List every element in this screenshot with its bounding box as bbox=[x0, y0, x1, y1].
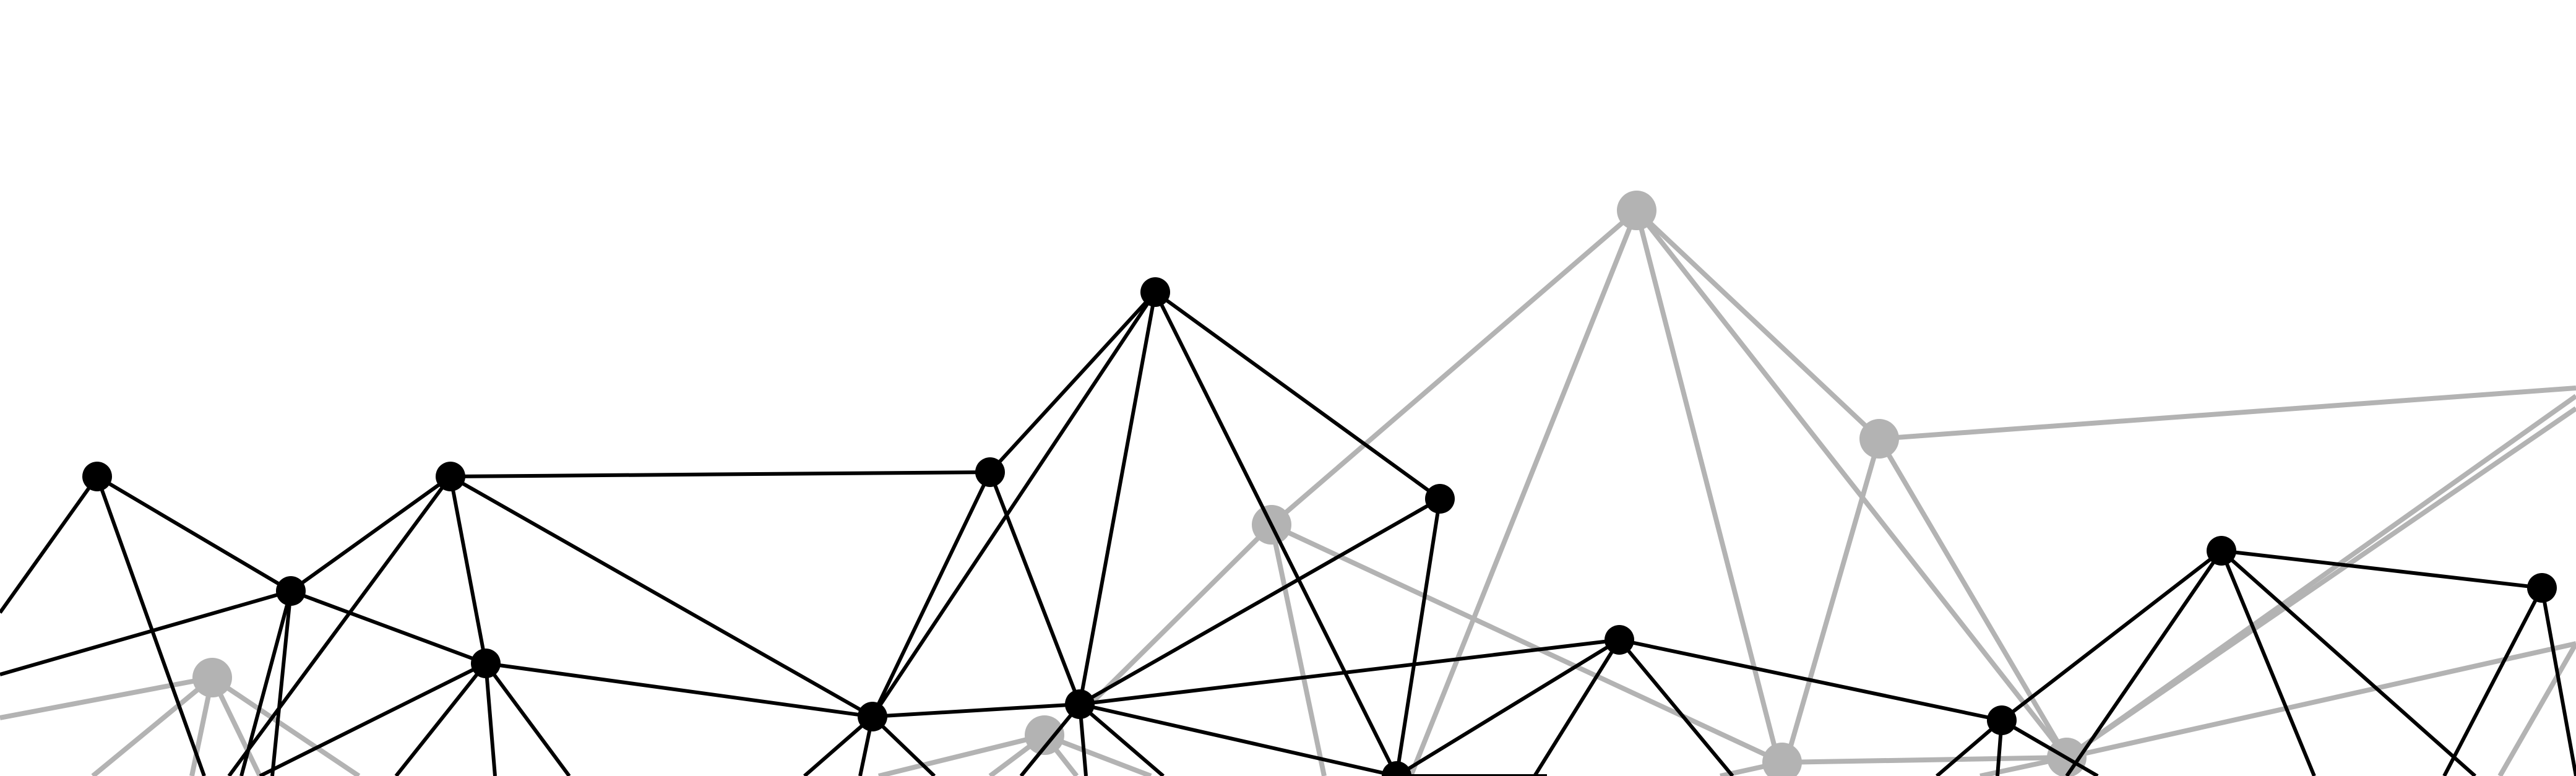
network-edge bbox=[485, 662, 873, 718]
network-edge bbox=[210, 675, 361, 776]
network-edge bbox=[1780, 438, 1882, 776]
network-edge bbox=[1270, 208, 1639, 527]
network-edge bbox=[1634, 210, 1785, 776]
network-node bbox=[1859, 419, 1899, 459]
network-edge bbox=[2065, 550, 2223, 776]
network-node bbox=[1987, 705, 2017, 735]
network-edge bbox=[1153, 291, 1398, 776]
network-edge bbox=[871, 471, 992, 718]
network-edge bbox=[1078, 291, 1157, 705]
network-edge bbox=[1270, 522, 1783, 765]
network-edge bbox=[803, 715, 874, 776]
network-edge bbox=[449, 476, 488, 664]
network-edge bbox=[1079, 702, 1397, 776]
network-edge bbox=[227, 475, 452, 776]
network-node bbox=[2207, 536, 2236, 566]
network-node bbox=[1065, 689, 1095, 719]
network-edge bbox=[2442, 587, 2544, 776]
network-edge bbox=[1877, 437, 2069, 759]
network-edge bbox=[450, 470, 991, 478]
network-edge bbox=[484, 663, 497, 776]
network-edge bbox=[0, 675, 213, 720]
network-edge bbox=[1634, 209, 2069, 759]
network-edge bbox=[1879, 386, 2576, 441]
network-node bbox=[192, 658, 232, 697]
network-edge bbox=[1395, 638, 1621, 776]
network-edge bbox=[1081, 523, 1273, 713]
network-node bbox=[1605, 625, 1634, 655]
network-node bbox=[1382, 761, 1411, 776]
network-edge bbox=[1781, 755, 2067, 765]
network-node bbox=[82, 462, 112, 491]
network-edge bbox=[1618, 639, 1734, 776]
foreground-network-layer bbox=[0, 277, 2576, 776]
network-edge bbox=[96, 475, 292, 593]
network-edge bbox=[872, 702, 1080, 718]
network-node bbox=[1617, 191, 1656, 230]
network-edge bbox=[1019, 703, 1082, 776]
network-edge bbox=[871, 291, 1157, 718]
network-node bbox=[858, 702, 887, 731]
network-edge bbox=[449, 475, 874, 718]
network-edge bbox=[2066, 641, 2576, 760]
background-network-layer bbox=[0, 191, 2576, 776]
network-edge bbox=[95, 475, 206, 776]
network-edge bbox=[91, 675, 214, 776]
network-edge bbox=[2221, 549, 2543, 590]
network-edge bbox=[0, 589, 291, 676]
network-edge bbox=[2001, 718, 2099, 776]
network-edge bbox=[1079, 702, 1165, 776]
network-edge bbox=[239, 590, 293, 776]
network-edge bbox=[1079, 638, 1620, 706]
network-node bbox=[436, 462, 465, 491]
network-edge bbox=[988, 471, 1082, 705]
network-edge bbox=[484, 662, 571, 776]
network-edge bbox=[878, 733, 1045, 776]
network-edge bbox=[2540, 587, 2576, 776]
network-node bbox=[1425, 484, 1455, 514]
network-edge bbox=[1079, 497, 1441, 706]
network-edge bbox=[270, 590, 293, 776]
network-edge bbox=[2220, 549, 2476, 776]
network-edge bbox=[290, 475, 452, 593]
network-edge bbox=[2065, 394, 2576, 760]
network-node bbox=[1762, 743, 1802, 776]
network-edge bbox=[1154, 290, 1441, 501]
network-edge bbox=[290, 589, 487, 665]
network-edge bbox=[1635, 209, 1881, 441]
network-edge bbox=[394, 662, 488, 776]
network-edge bbox=[1619, 638, 2002, 722]
network-node bbox=[1025, 715, 1064, 755]
network-edge bbox=[1269, 524, 1327, 776]
network-edge bbox=[988, 290, 1157, 474]
network-edge bbox=[2220, 550, 2316, 776]
network-edge bbox=[2001, 549, 2223, 722]
network-edge bbox=[1408, 209, 1639, 776]
network-edge bbox=[259, 662, 487, 776]
network-node bbox=[2527, 573, 2557, 603]
network-node bbox=[276, 576, 306, 606]
network-node bbox=[471, 649, 501, 678]
network-node bbox=[975, 457, 1005, 487]
network-edge bbox=[0, 475, 99, 614]
network-edge bbox=[2497, 642, 2576, 776]
network-edge bbox=[1533, 639, 1621, 776]
network-edge bbox=[1395, 498, 1442, 776]
network-node bbox=[1140, 277, 1170, 307]
